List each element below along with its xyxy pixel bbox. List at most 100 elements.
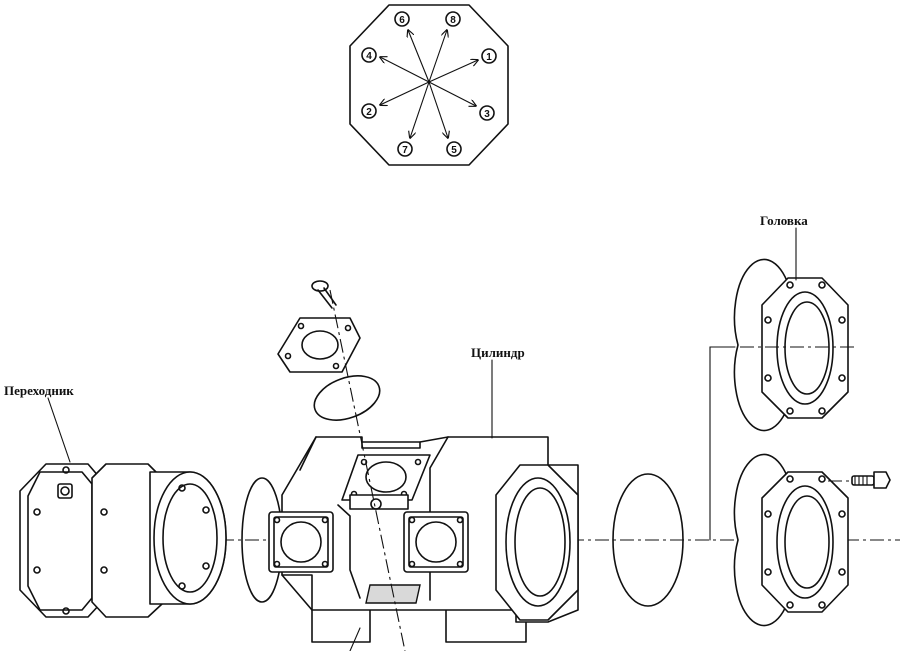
adapter-fitting [57, 483, 73, 499]
port-bolt-hole [273, 560, 281, 568]
adapter-bore-inner [162, 483, 218, 593]
adapter-bore-hole [202, 506, 210, 514]
head-bolt-hole [818, 601, 826, 609]
head-bolt-hole [764, 374, 772, 382]
cylinder-label: Цилиндр [471, 345, 525, 360]
adapter-bolt-hole [33, 508, 41, 516]
head-bolt-hole [838, 568, 846, 576]
adapter-bolt-hole [62, 466, 70, 474]
cylinder-end-bore-inner [514, 487, 566, 597]
port-cover-hole [344, 324, 352, 332]
side-port-right-inner [408, 516, 464, 568]
head-bolt-hole [786, 475, 794, 483]
adapter-bore-hole [178, 484, 186, 492]
cylinder-side-port-left [268, 511, 334, 573]
adapter-back-flange [19, 463, 101, 618]
adapter-leader-line [47, 397, 71, 463]
bolt-number-3: 3 [479, 105, 495, 121]
head-bolt-hole [764, 568, 772, 576]
bolt-number-4: 4 [361, 47, 377, 63]
svg-text:5: 5 [451, 145, 457, 156]
port-centerline [329, 289, 406, 651]
port-bolt-hole [414, 458, 422, 466]
cylinder-body [268, 436, 579, 643]
head-bolt-hole [818, 407, 826, 415]
adapter-bore-face [153, 471, 227, 605]
head-lower-bore [776, 485, 834, 599]
octagon-outline [349, 4, 509, 166]
adapter-bolt-hole [100, 508, 108, 516]
bolt-number-7: 7 [397, 141, 413, 157]
port-cover-bolt [311, 280, 337, 309]
head-upper-bore-inner [784, 301, 830, 395]
adapter-bolt-hole [100, 566, 108, 574]
sequence-arrows [380, 30, 478, 138]
port-bolt-hole [273, 516, 281, 524]
head-bolt-hole [786, 601, 794, 609]
cylinder-port-base [349, 494, 409, 510]
svg-text:1: 1 [486, 52, 492, 63]
svg-text:8: 8 [450, 15, 456, 26]
adapter-bore-hole [202, 562, 210, 570]
head-label: Головка [760, 213, 808, 228]
cylinder-side-port-right [403, 511, 469, 573]
cylinder-top-port-bore [365, 461, 407, 493]
bolt-sequence-diagram: 6 8 4 1 2 3 7 5 [349, 4, 509, 166]
port-bolt-hole [456, 560, 464, 568]
head-lower-bore-inner [784, 495, 830, 589]
port-cover-gasket [313, 375, 381, 421]
adapter-flange-inner-edge [27, 471, 93, 611]
head-bolt-hole [818, 281, 826, 289]
side-port-right-bore [415, 521, 457, 563]
svg-text:4: 4 [366, 51, 372, 62]
port-bolt-hole [408, 560, 416, 568]
head-bolt-hole [764, 510, 772, 518]
port-cover-hole [332, 362, 340, 370]
cylinder-edge [281, 574, 313, 611]
adapter-assembly [19, 463, 227, 618]
svg-text:2: 2 [366, 107, 372, 118]
bolt-number-5: 5 [446, 141, 462, 157]
head-connector-line [709, 346, 736, 541]
cylinder-end-bore [505, 477, 571, 607]
port-bolt-hole [321, 516, 329, 524]
adapter-bolt-hole [33, 566, 41, 574]
bottom-leader-line [349, 627, 361, 651]
cylinder-top-port [341, 454, 431, 501]
svg-text:7: 7 [402, 145, 408, 156]
port-cover-hole [284, 352, 292, 360]
head-bolt-hole [818, 475, 826, 483]
head-bolt-hole [764, 316, 772, 324]
head-bolt [828, 471, 891, 489]
head-upper [733, 258, 858, 432]
head-gasket [612, 473, 684, 607]
port-cover-hole [297, 322, 305, 330]
head-lower [733, 453, 891, 627]
adapter-front-flange [91, 463, 163, 618]
adapter-bore-hole [178, 582, 186, 590]
cylinder-mid-rib [337, 504, 361, 599]
svg-text:3: 3 [484, 109, 490, 120]
port-cover-assembly [277, 280, 406, 651]
svg-text:6: 6 [399, 15, 405, 26]
port-bolt-hole [360, 458, 368, 466]
head-bolt-hole [786, 407, 794, 415]
adapter-fitting-bolt [60, 486, 70, 496]
bolt-number-6: 6 [394, 11, 410, 27]
port-bolt-hole [321, 560, 329, 568]
port-cover-bore [301, 330, 339, 360]
adapter-label: Переходник [4, 383, 74, 398]
head-upper-bore [776, 291, 834, 405]
bolt-number-2: 2 [361, 103, 377, 119]
head-bolt-hole [838, 510, 846, 518]
head-bolt-hole [838, 316, 846, 324]
port-cover-plate [277, 317, 361, 373]
head-bolt-hole [838, 374, 846, 382]
cylinder-edge [299, 436, 317, 471]
adapter-bolt-hole [62, 607, 70, 615]
port-plug [370, 498, 382, 510]
port-bolt-hole [456, 516, 464, 524]
bolt-number-1: 1 [481, 48, 497, 64]
port-bolt-hole [408, 516, 416, 524]
